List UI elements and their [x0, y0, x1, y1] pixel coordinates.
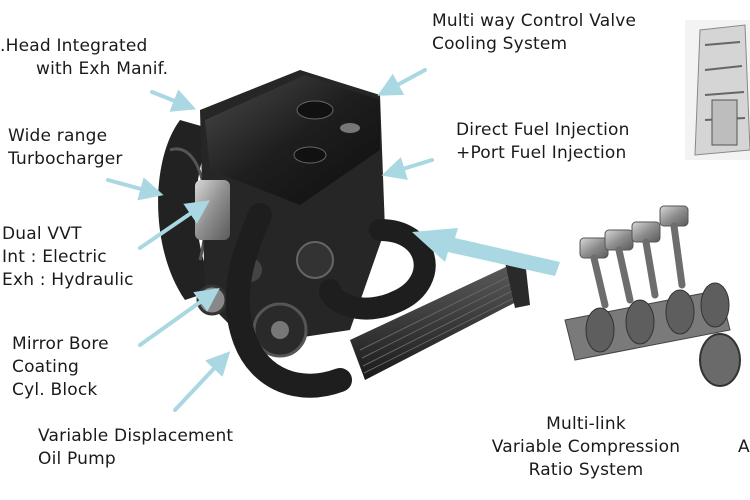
multilink-illustration	[545, 180, 741, 410]
label-fuel-injection: Direct Fuel Injection +Port Fuel Injecti…	[456, 119, 630, 165]
label-line: Multi-link	[546, 414, 626, 434]
callout-arrows	[106, 68, 434, 412]
label-turbocharger: Wide range Turbocharger	[8, 125, 123, 171]
cutaway-illustration	[685, 20, 750, 160]
label-line: Exh : Hydraulic	[2, 270, 134, 290]
label-line: Cooling System	[432, 34, 568, 54]
label-line: Dual VVT	[2, 224, 82, 244]
label-line: .Head Integrated	[0, 36, 148, 56]
label-line: Direct Fuel Injection	[456, 120, 630, 140]
arrow-head	[150, 89, 197, 112]
engine-illustration	[158, 70, 530, 398]
label-oil-pump: Variable Displacement Oil Pump	[38, 425, 233, 471]
label-line: Turbocharger	[8, 149, 123, 169]
label-control-valve: Multi way Control Valve Cooling System	[432, 10, 636, 56]
label-line: Int : Electric	[2, 247, 107, 267]
arrow-injection	[381, 157, 434, 180]
arrow-turbo	[106, 177, 164, 201]
arrow-multilink	[412, 228, 560, 276]
label-head-integrated: .Head Integrated with Exh Manif.	[0, 35, 168, 81]
arrow-pump	[173, 351, 231, 412]
label-line: Mirror Bore	[12, 334, 109, 354]
label-line: with Exh Manif.	[36, 59, 169, 79]
label-line: Variable Compression	[491, 437, 681, 457]
label-dual-vvt: Dual VVT Int : Electric Exh : Hydraulic	[2, 223, 134, 292]
arrow-bore	[138, 288, 220, 347]
label-line: A	[738, 437, 750, 457]
arrow-valve	[377, 68, 427, 96]
label-line: Cyl. Block	[12, 380, 98, 400]
label-line: Multi way Control Valve	[432, 11, 637, 31]
label-line: Wide range	[8, 126, 108, 146]
label-line: +Port Fuel Injection	[456, 143, 627, 163]
label-line: Coating	[12, 357, 80, 377]
label-line: Ratio System	[528, 460, 644, 480]
arrow-vvt	[138, 200, 210, 250]
label-mirror-bore: Mirror Bore Coating Cyl. Block	[12, 333, 109, 402]
label-multilink: Multi-link Variable Compression Ratio Sy…	[466, 413, 706, 482]
label-line: Variable Displacement	[38, 426, 234, 446]
label-line: Oil Pump	[38, 449, 116, 469]
label-partial-right: A	[738, 436, 750, 459]
